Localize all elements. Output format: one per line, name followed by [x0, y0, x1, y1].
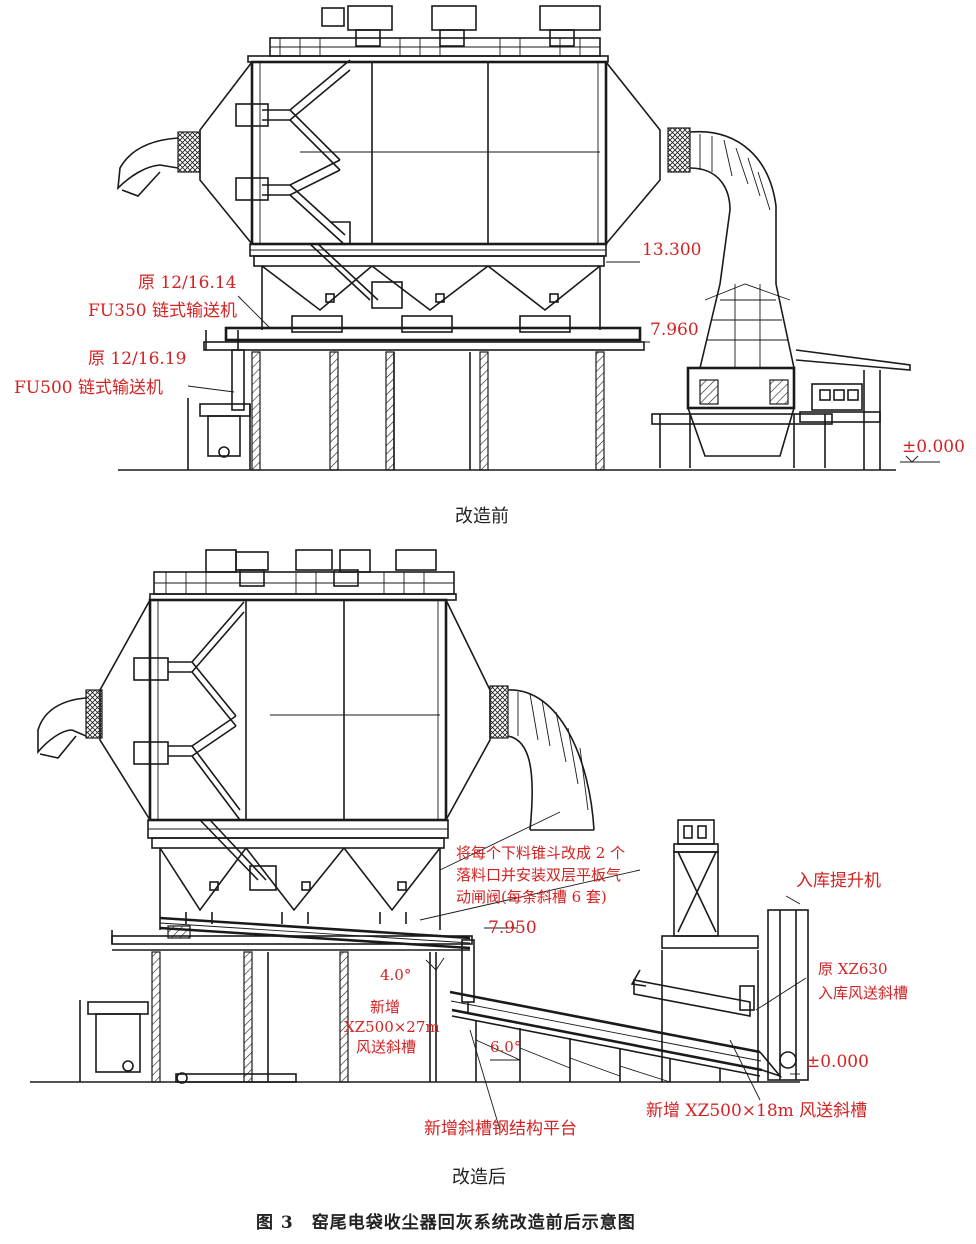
lower-air-slide: [449, 990, 783, 1078]
drawing-before: [116, 5, 940, 471]
support-columns-after: [79, 951, 437, 1084]
roof-truss: [247, 37, 609, 63]
stairway: [235, 59, 403, 309]
orig-conveyor-2-name: FU500 链式输送机: [14, 378, 163, 398]
hopper-section: [249, 243, 607, 333]
drawing-after: [30, 549, 809, 1131]
elevation-7950: 7.950: [488, 918, 537, 938]
elevator-label: 入库提升机: [796, 871, 881, 891]
outlet-duct-after: [489, 685, 595, 831]
inlet-duct-after: [37, 689, 103, 759]
orig-conveyor-1-code: 原 12/16.14: [138, 273, 237, 293]
elevation-0000-after: ±0.000: [806, 1052, 869, 1072]
elevation-7960: 7.960: [650, 320, 699, 340]
new-steel-platform-label: 新增斜槽钢结构平台: [424, 1119, 577, 1139]
elevation-13300: 13.300: [642, 240, 702, 260]
transfer-tower: [661, 819, 759, 1082]
leader-lines-before: [187, 261, 940, 463]
figure-caption: 图 3 窑尾电袋收尘器回灰系统改造前后示意图: [256, 1213, 636, 1233]
top-fans: [321, 5, 601, 47]
new-slide-27m-3: 风送斜槽: [356, 1038, 417, 1056]
orig-xz630-line-1: 原 XZ630: [818, 960, 888, 978]
note-line-2: 落料口并安装双层平板气: [456, 866, 622, 884]
support-structure: [187, 330, 605, 471]
figure-before: 原 12/16.14 FU350 链式输送机 原 12/16.19 FU500 …: [0, 0, 976, 480]
new-slide-18m-label: 新增 XZ500×18m 风送斜槽: [646, 1101, 868, 1121]
leader-lines-after: [419, 811, 807, 1131]
conveyor-deck: [203, 326, 645, 351]
stairway-after: [133, 601, 277, 891]
figure-after: 将每个下料锥斗改成 2 个 落料口并安装双层平板气 动闸阀(每条斜槽 6 套) …: [0, 540, 976, 1150]
subcaption-before: 改造前: [455, 506, 509, 527]
orig-xz630-line-2: 入库风送斜槽: [818, 984, 909, 1002]
collector-body-after: [99, 598, 491, 822]
subcaption-after: 改造后: [452, 1167, 506, 1188]
orig-conveyor-1-name: FU350 链式输送机: [88, 301, 237, 321]
side-building: [795, 349, 911, 470]
elevation-0000-before: ±0.000: [902, 437, 965, 457]
new-slide-27m-1: 新增: [370, 998, 401, 1016]
outlet-duct: [651, 127, 833, 468]
angle-6deg: 6.0°: [490, 1038, 522, 1056]
collector-body: [199, 60, 661, 246]
inlet-duct: [116, 131, 201, 197]
top-fans-after: [205, 549, 437, 587]
note-line-1: 将每个下料锥斗改成 2 个: [456, 844, 626, 862]
drop-chute: [461, 939, 475, 1012]
orig-conveyor-2-code: 原 12/16.19: [88, 349, 187, 369]
note-line-3: 动闸阀(每条斜槽 6 套): [456, 888, 607, 906]
hopper-section-after: [147, 819, 449, 930]
new-slide-27m-2: XZ500×27m: [344, 1018, 440, 1036]
existing-xz630-slide: [630, 969, 751, 1017]
angle-4deg: 4.0°: [380, 966, 412, 984]
roof-after: [149, 571, 457, 601]
